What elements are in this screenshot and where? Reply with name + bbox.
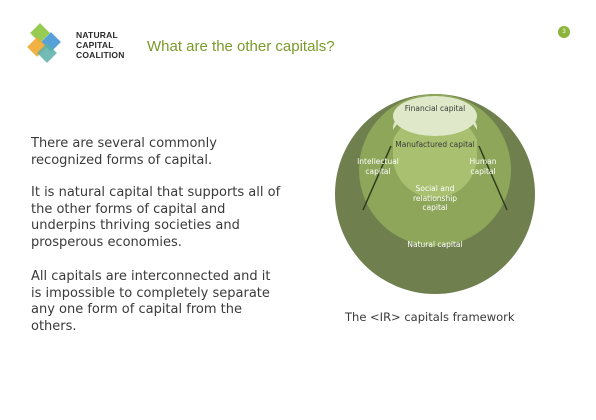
capitals-diagram: Financial capital Manufactured capital I… <box>335 94 535 294</box>
paragraph-interconnected: All capitals are interconnected and it i… <box>31 269 271 334</box>
page-title: What are the other capitals? <box>147 38 335 55</box>
label-manufactured-capital: Manufactured capital <box>395 140 475 149</box>
label-human-capital: Human capital <box>469 157 497 176</box>
paragraph-forms-of-capital: There are several commonly recognized fo… <box>31 136 217 168</box>
diagram-caption: The <IR> capitals framework <box>345 310 515 324</box>
logo-line-3: COALITION <box>76 50 125 60</box>
label-natural-capital: Natural capital <box>407 240 463 249</box>
logo-line-2: CAPITAL <box>76 40 114 50</box>
manufactured-capital-region <box>393 112 477 198</box>
natural-capital-coalition-logo: NATURAL CAPITAL COALITION <box>26 22 136 68</box>
capitals-circles <box>335 94 535 294</box>
label-social-capital: Social and relationship capital <box>412 184 458 212</box>
label-intellectual-capital: Intellectual capital <box>357 157 399 176</box>
logo-wordmark: NATURAL CAPITAL COALITION <box>76 30 125 60</box>
paragraph-natural-capital: It is natural capital that supports all … <box>31 185 281 250</box>
logo-mark-icon <box>27 23 61 63</box>
financial-capital-core <box>393 96 477 136</box>
divider-left <box>362 145 392 211</box>
logo-line-1: NATURAL <box>76 30 118 40</box>
divider-right <box>478 145 508 211</box>
page-number-badge: 3 <box>558 26 570 38</box>
label-financial-capital: Financial capital <box>404 104 466 113</box>
